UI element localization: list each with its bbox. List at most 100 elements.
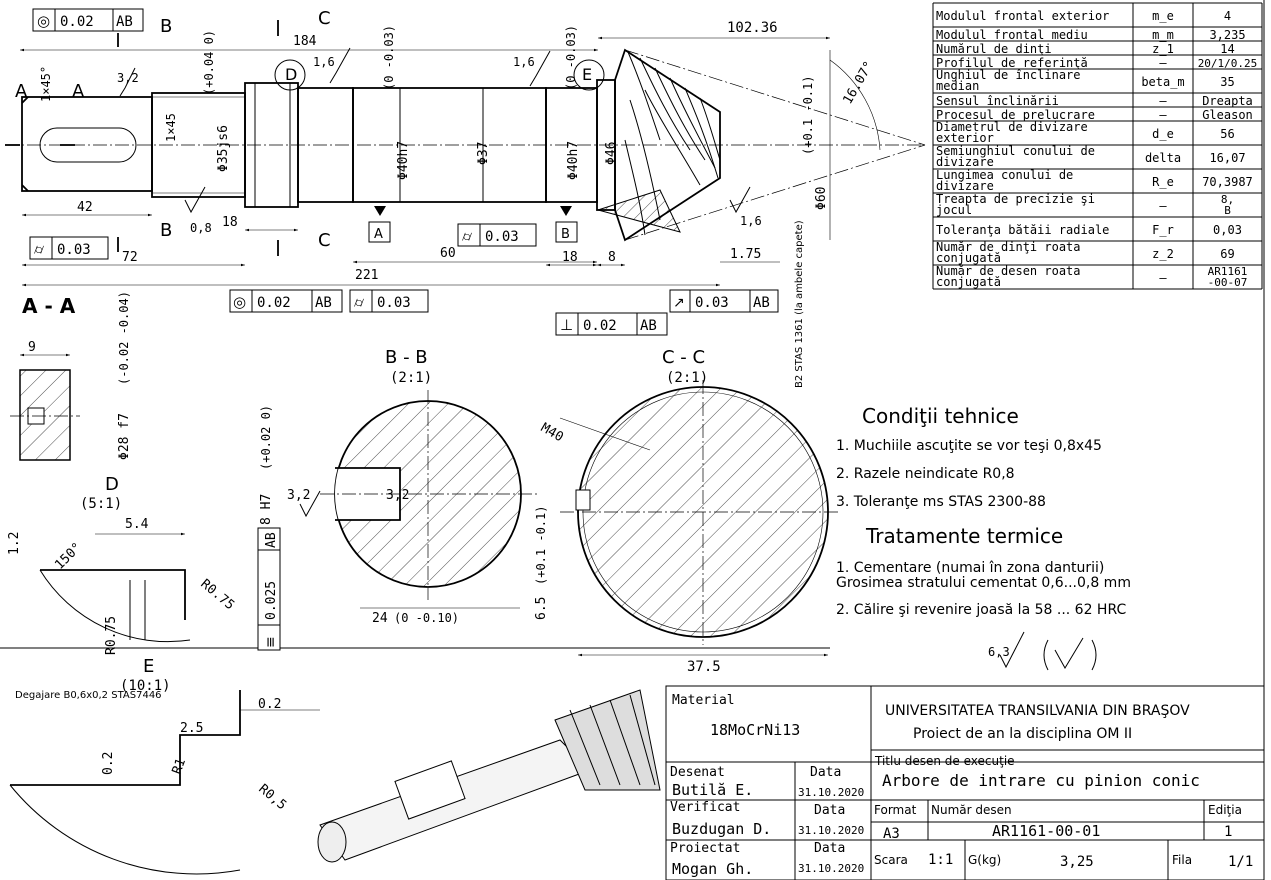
conditions-title: Condiţii tehnice	[862, 404, 1019, 428]
section-cc: C - C (2:1) M40 37.5 6.5 (+0.1 -0.1)	[534, 347, 840, 675]
tol-8h7: (+0.02 0)	[259, 405, 273, 470]
param-name: conjugată	[936, 251, 1001, 265]
radius-075a: R0.75	[197, 577, 237, 614]
svg-text:⌭: ⌭	[354, 295, 364, 311]
dim-24: 24	[372, 611, 388, 626]
svg-text:≡: ≡	[263, 636, 279, 648]
param-symbol: –	[1159, 94, 1167, 108]
drawn-role: Desenat	[670, 765, 725, 780]
edition-value: 1	[1224, 824, 1232, 840]
param-name: Modulul frontal exterior	[936, 9, 1109, 23]
dim-0-2b: 0.2	[101, 752, 116, 775]
param-name: Procesul de prelucrare	[936, 108, 1095, 122]
svg-text:0.03: 0.03	[377, 295, 411, 311]
project: Proiect de an la disciplina OM II	[913, 726, 1132, 742]
rough-1-6c: 1,6	[740, 214, 762, 228]
general-roughness: 6,3	[988, 645, 1010, 659]
param-name: Lungimea conului de	[936, 168, 1073, 182]
dim-18b: 18	[562, 250, 578, 265]
dim-8h7: 8 H7	[259, 494, 274, 525]
param-name: Treapta de precizie şi	[936, 192, 1095, 206]
mass-label: G(kg)	[968, 853, 1001, 867]
drawing-no-label: Număr desen	[931, 803, 1012, 817]
svg-text:⌭: ⌭	[462, 229, 472, 245]
section-cc-title: C - C	[662, 347, 705, 368]
param-row: Număr de desen roataconjugată–AR1161-00-…	[933, 264, 1262, 289]
svg-text:AB: AB	[116, 14, 133, 30]
checked-date: 31.10.2020	[798, 824, 864, 837]
param-name: Unghiul de înclinare	[936, 68, 1081, 82]
svg-text:⊥: ⊥	[560, 316, 573, 334]
fcf-cylindricity-left: ⌭ 0.03	[29, 236, 109, 260]
shaft-main-view	[5, 48, 926, 242]
param-name: Semiunghiul conului de	[936, 144, 1095, 158]
tol-40a: (0 -0.03)	[382, 25, 396, 90]
svg-text:0.03: 0.03	[57, 242, 91, 258]
stas-note: B2 STAS 1361 (la ambele capete)	[794, 220, 805, 388]
param-symbol: –	[1159, 199, 1167, 213]
dim-phi40b: Φ40h7	[566, 141, 581, 180]
detail-d-title: D	[105, 474, 119, 495]
fcf-cylindricity-mid: ⌭ 0.03	[349, 289, 429, 313]
svg-text:AB: AB	[753, 295, 770, 311]
svg-text:0.02: 0.02	[257, 295, 291, 311]
param-symbol: delta	[1145, 151, 1181, 165]
param-symbol: –	[1159, 271, 1167, 285]
svg-text:AB: AB	[640, 318, 657, 334]
param-value: 20/1/0.25	[1198, 57, 1258, 70]
param-value: 14	[1220, 42, 1234, 56]
detail-d: D (5:1) 5.4 1.2 150° R0.75 R0.75	[7, 474, 237, 655]
title-block: Material 18MoCrNi13 UNIVERSITATEA TRANSI…	[665, 685, 1265, 880]
section-c-top: C	[318, 8, 331, 29]
main-view-dimensions: 102.36 184 42 72 18 221 60 18 8 1.75 Φ35…	[5, 8, 881, 388]
dim-0-2a: 0.2	[258, 697, 281, 712]
param-name: divizare	[936, 179, 994, 193]
format-value: A3	[883, 826, 900, 842]
param-name: median	[936, 79, 979, 93]
param-value: 4	[1224, 9, 1231, 23]
radius-r05: R0,5	[255, 782, 289, 814]
sheet-value: 1/1	[1228, 854, 1253, 870]
dim-phi60: Φ60	[814, 187, 829, 210]
detail-e-note: Degajare B0,6x0,2 STAS7446	[15, 690, 162, 701]
designed-date: 31.10.2020	[798, 862, 864, 875]
tol-24: (0 -0.10)	[394, 611, 459, 625]
param-symbol: z_2	[1152, 247, 1174, 261]
heat-2: 2. Călire şi revenire joasă la 58 ... 62…	[836, 602, 1126, 618]
fcf-runout: ↗ 0.03 AB	[669, 289, 779, 313]
param-symbol: –	[1159, 108, 1167, 122]
param-symbol: z_1	[1152, 42, 1174, 56]
section-aa: A - A 9 Φ28 f7 (-0.02 -0.04)	[10, 291, 132, 461]
param-value: 56	[1220, 127, 1234, 141]
angle-150: 150°	[52, 540, 85, 573]
param-name: Toleranţa bătăii radiale	[936, 223, 1109, 237]
param-name: conjugată	[936, 275, 1001, 289]
dim-9: 9	[28, 340, 36, 355]
svg-text:0.02: 0.02	[583, 318, 617, 334]
dim-phi46: Φ46	[604, 142, 619, 165]
detail-d-mark: D	[285, 65, 297, 84]
fcf-symmetry: ≡ 0.025 AB	[257, 527, 281, 651]
condition-2: 2. Razele neindicate R0,8	[836, 466, 1015, 482]
tol-60: (+0.1 -0.1)	[801, 76, 815, 155]
heat-1b: Grosimea stratului cementat 0,6...0,8 mm	[836, 575, 1131, 591]
param-name: Diametrul de divizare	[936, 120, 1088, 134]
dim-5-4: 5.4	[125, 517, 149, 532]
dim-184: 184	[293, 34, 317, 49]
scale-value: 1:1	[928, 852, 953, 868]
svg-text:0.025: 0.025	[264, 581, 279, 620]
param-value: Gleason	[1202, 108, 1253, 122]
param-symbol: beta_m	[1141, 75, 1184, 89]
svg-text:0.03: 0.03	[485, 229, 519, 245]
param-symbol: m_m	[1152, 28, 1174, 42]
rough-1-6b: 1,6	[513, 55, 535, 69]
bevel-gear-teeth	[596, 48, 721, 242]
shaft-3d-preview	[317, 689, 661, 863]
condition-1: 1. Muchiile ascuţite se vor teşi 0,8x45	[836, 438, 1102, 454]
